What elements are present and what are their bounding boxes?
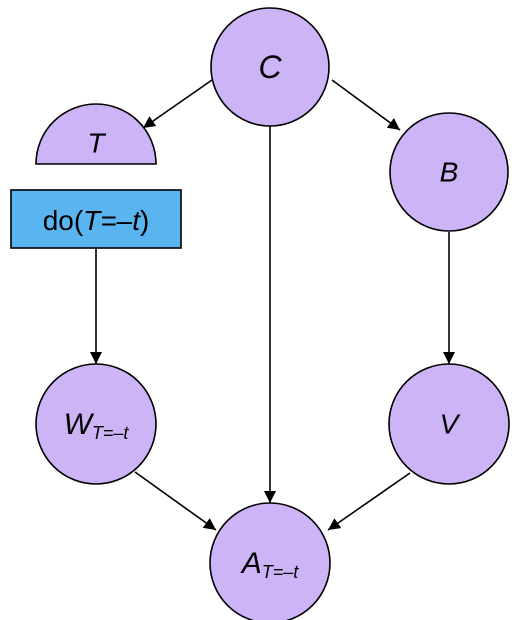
node-a: AT=–t — [209, 502, 331, 620]
node-b-label: B — [440, 157, 459, 188]
edge-c-to-b — [331, 79, 401, 131]
node-w-label: WT=–t — [64, 408, 130, 444]
node-b: B — [389, 112, 509, 232]
intervention-suffix: ) — [140, 205, 149, 236]
node-v-label: V — [440, 409, 461, 440]
node-c: C — [210, 7, 330, 127]
node-t: T — [35, 103, 157, 165]
node-t-label: T — [87, 128, 106, 159]
node-a-main: A — [240, 547, 262, 580]
node-a-subscript: T=–t — [262, 562, 300, 582]
intervention-label: do(T=–t) — [43, 205, 150, 236]
intervention-prefix: do( — [43, 205, 84, 236]
node-c-label: C — [258, 49, 282, 85]
edge-c-to-t — [142, 79, 213, 129]
node-w-main: W — [64, 408, 95, 441]
node-v: V — [388, 363, 510, 485]
edge-v-to-a — [327, 472, 411, 531]
intervention-box: do(T=–t) — [10, 189, 182, 249]
node-w-subscript: T=–t — [92, 423, 130, 443]
node-a-label: AT=–t — [240, 547, 300, 583]
node-w: WT=–t — [35, 363, 157, 485]
edge-w-to-a — [134, 471, 217, 531]
intervention-value: =–t — [100, 205, 141, 236]
intervention-variable: T — [83, 205, 102, 236]
